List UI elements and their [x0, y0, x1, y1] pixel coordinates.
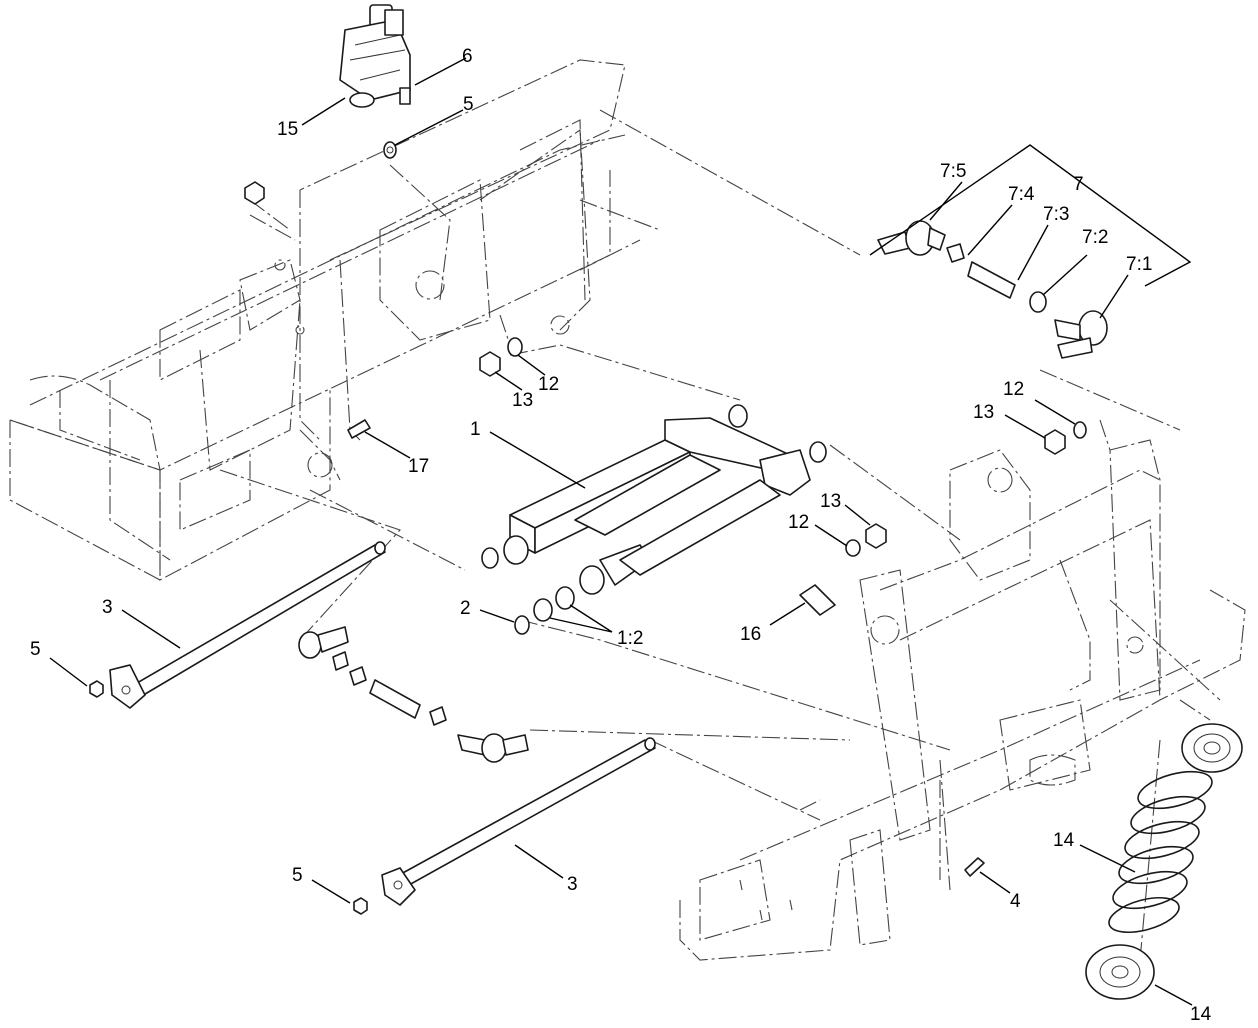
callout-5-bottom: 5: [292, 865, 303, 886]
part-17-decal: [799, 584, 836, 616]
callout-18: 17: [408, 456, 429, 477]
callout-6: 6: [462, 46, 473, 67]
callout-7-4: 7:4: [1008, 184, 1035, 205]
callout-12-middle: 12: [788, 512, 809, 533]
callout-13-middle: 13: [820, 491, 841, 512]
part-1-swing-arm: [481, 404, 827, 635]
callout-15: 14: [1053, 830, 1075, 851]
part-3-rod-lower: [381, 737, 656, 906]
fasteners-12-13: [479, 337, 1087, 557]
callout-1-2: 1:2: [617, 628, 643, 649]
callout-3-lower: 3: [567, 874, 578, 895]
callout-2: 2: [460, 598, 471, 619]
callout-5-left: 5: [30, 639, 41, 660]
callout-13-right: 13: [973, 402, 994, 423]
deck-frame-phantom: [9, 59, 661, 581]
callout-7-3: 7:3: [1043, 204, 1069, 225]
callout-3-upper: 3: [102, 597, 113, 618]
part-5-nut-bottom: [353, 897, 368, 915]
assembly-lines: [219, 109, 1221, 961]
callout-16: 15: [277, 119, 298, 140]
lower-tie-rod: [298, 626, 529, 763]
leader-lines: [49, 57, 1193, 1006]
callout-5-top: 5: [463, 94, 474, 115]
callout-17: 16: [740, 624, 761, 645]
callout-14: 14: [1190, 1004, 1212, 1025]
callout-13-upper: 13: [512, 390, 533, 411]
callout-12-right: 12: [1003, 379, 1024, 400]
nut-frame-left: [244, 181, 265, 205]
callout-12-upper: 12: [538, 374, 559, 395]
callout-7-5: 7:5: [940, 161, 966, 182]
part-18-bolt: [347, 419, 371, 439]
part-5-nut-top: [383, 141, 397, 159]
callout-7-1: 7:1: [1126, 254, 1152, 275]
callout-labels: 6 5 15 7:5 7 7:4 7:3 7:2 7:1 12 13 12 13…: [30, 46, 1152, 912]
spring-assembly: [1085, 723, 1243, 1000]
callout-1: 1: [470, 419, 481, 440]
callout-7: 7: [1073, 174, 1084, 195]
callout-7-2: 7:2: [1082, 227, 1108, 248]
part-7-tie-rod-assembly: [869, 144, 1192, 359]
callout-4: 4: [1010, 891, 1021, 912]
main-frame: [679, 439, 1246, 961]
part-16-sensor: [339, 4, 411, 108]
part-3-rod-upper: [109, 541, 386, 709]
part-5-nut-left: [89, 680, 104, 698]
part-4-bolt: [964, 857, 985, 877]
